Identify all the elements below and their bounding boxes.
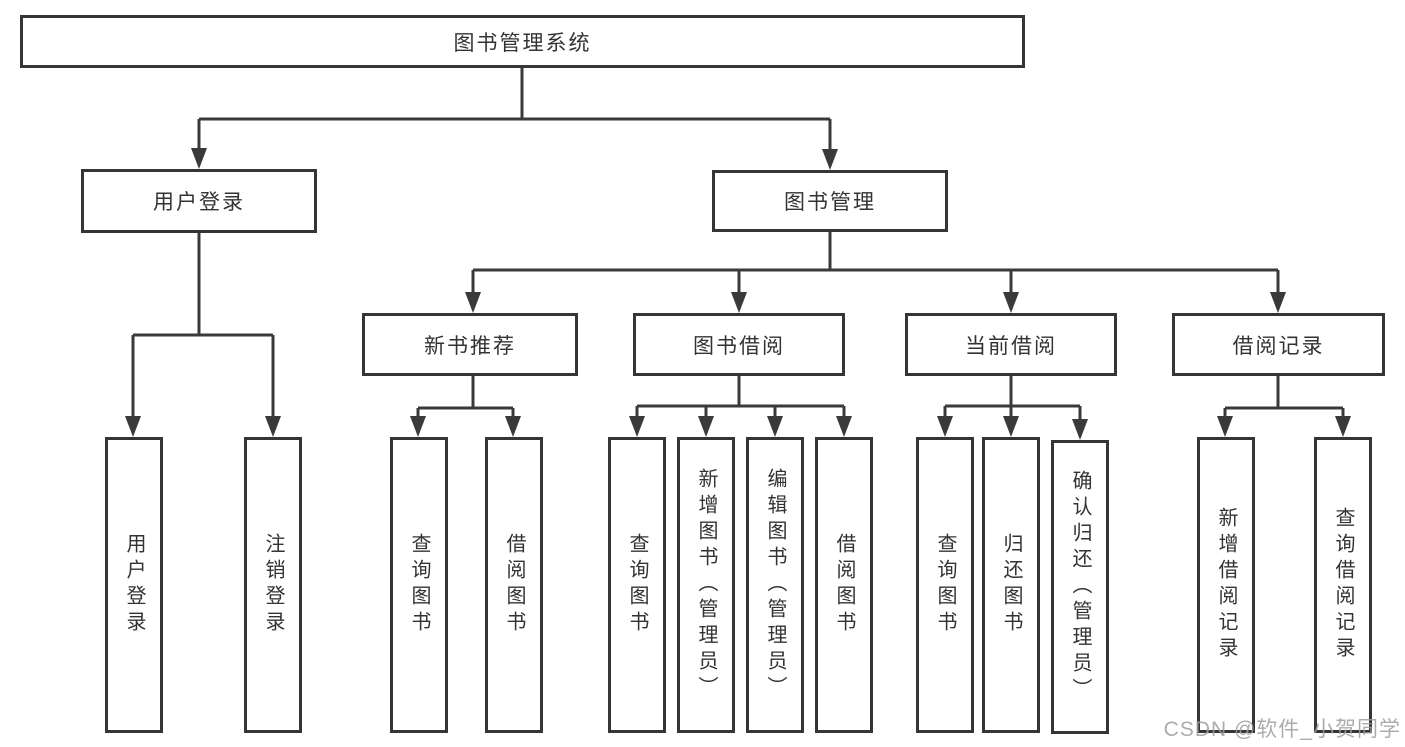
leaf-query-books-current: 查询图书 xyxy=(916,437,974,733)
leaf-confirm-return-admin: 确认归还（管理员） xyxy=(1051,440,1109,734)
node-borrow-records: 借阅记录 xyxy=(1172,313,1385,376)
leaf-borrow-books-recommend-label: 借阅图书 xyxy=(503,533,525,637)
leaf-add-book-admin-label: 新增图书（管理员） xyxy=(695,468,717,702)
node-book-borrow: 图书借阅 xyxy=(633,313,845,376)
node-book-management: 图书管理 xyxy=(712,170,948,232)
node-user-login-label: 用户登录 xyxy=(153,191,245,214)
leaf-edit-book-admin: 编辑图书（管理员） xyxy=(746,437,804,733)
node-new-book-recommend-label: 新书推荐 xyxy=(424,334,516,358)
leaf-logout: 注销登录 xyxy=(244,437,302,733)
leaf-user-login: 用户登录 xyxy=(105,437,163,733)
leaf-add-borrow-record: 新增借阅记录 xyxy=(1197,437,1255,733)
node-borrow-records-label: 借阅记录 xyxy=(1232,334,1325,358)
watermark: CSDN @软件_小贺同学 xyxy=(1163,718,1401,741)
node-current-borrow-label: 当前借阅 xyxy=(965,334,1057,358)
connector-paths xyxy=(131,67,1345,421)
leaf-add-borrow-record-label: 新增借阅记录 xyxy=(1215,507,1237,663)
node-current-borrow: 当前借阅 xyxy=(905,313,1117,376)
leaf-logout-label: 注销登录 xyxy=(262,533,284,637)
leaf-edit-book-admin-label: 编辑图书（管理员） xyxy=(764,468,786,702)
node-book-management-label: 图书管理 xyxy=(784,191,876,214)
leaf-query-books-recommend-label: 查询图书 xyxy=(408,533,430,637)
node-root: 图书管理系统 xyxy=(20,15,1025,68)
leaf-query-borrow-record-label: 查询借阅记录 xyxy=(1332,507,1354,663)
leaf-query-books-borrow: 查询图书 xyxy=(608,437,666,733)
leaf-borrow-books: 借阅图书 xyxy=(815,437,873,733)
leaf-borrow-books-recommend: 借阅图书 xyxy=(485,437,543,733)
node-new-book-recommend: 新书推荐 xyxy=(362,313,578,376)
leaf-query-books-current-label: 查询图书 xyxy=(934,533,956,637)
leaf-query-borrow-record: 查询借阅记录 xyxy=(1314,437,1372,733)
leaf-return-books-label: 归还图书 xyxy=(1000,533,1022,637)
leaf-user-login-label: 用户登录 xyxy=(123,533,145,637)
node-user-login: 用户登录 xyxy=(81,169,317,233)
node-book-borrow-label: 图书借阅 xyxy=(693,334,785,358)
node-root-label: 图书管理系统 xyxy=(453,31,592,55)
leaf-confirm-return-admin-label: 确认归还（管理员） xyxy=(1069,470,1091,704)
leaf-add-book-admin: 新增图书（管理员） xyxy=(677,437,735,733)
leaf-return-books: 归还图书 xyxy=(982,437,1040,733)
leaf-query-books-recommend: 查询图书 xyxy=(390,437,448,733)
leaf-borrow-books-label: 借阅图书 xyxy=(833,533,855,637)
leaf-query-books-borrow-label: 查询图书 xyxy=(626,533,648,637)
arrowheads xyxy=(125,148,1351,440)
